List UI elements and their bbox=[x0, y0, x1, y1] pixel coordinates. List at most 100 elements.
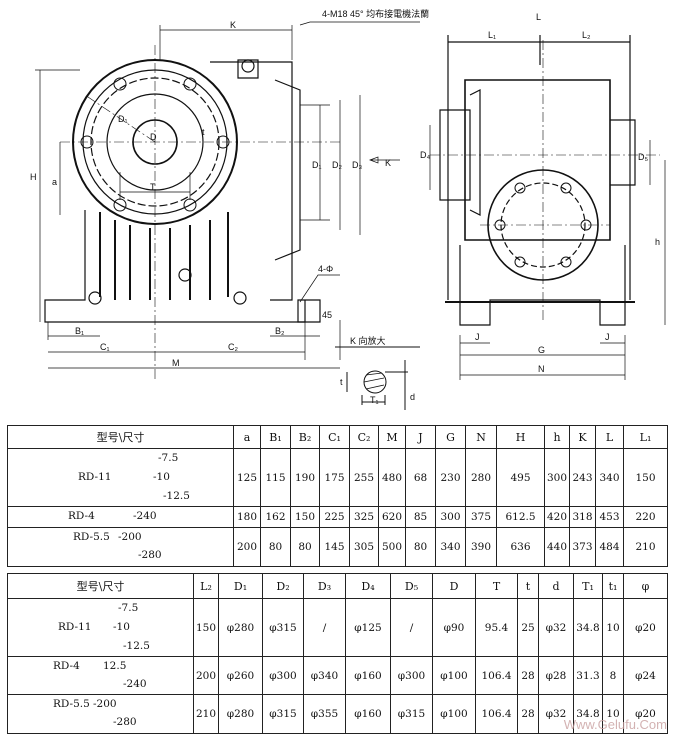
value-cell: 106.4 bbox=[475, 694, 518, 734]
model-name: RD-4 bbox=[53, 660, 80, 672]
gearbox-drawing: 4-M18 45° 均布接電機法蘭 K 向放大 4-Φ K L L₁ L₂ H … bbox=[30, 8, 666, 410]
col-header: C₂ bbox=[349, 425, 379, 449]
value-cell: / bbox=[303, 598, 346, 657]
model-name: RD-11 bbox=[58, 620, 92, 633]
value-cell: 68 bbox=[405, 448, 436, 507]
value-cell: 150 bbox=[290, 506, 320, 528]
model-variant: -7.5 bbox=[118, 602, 139, 614]
value-cell: 200 bbox=[193, 656, 219, 695]
label-c2: C₂ bbox=[228, 342, 238, 352]
value-cell: 243 bbox=[569, 448, 596, 507]
side-view bbox=[429, 35, 666, 380]
value-cell: 620 bbox=[378, 506, 406, 528]
col-header: t₁ bbox=[602, 573, 624, 599]
label-45: 45 bbox=[322, 310, 332, 320]
corner-header: 型号\尺寸 bbox=[7, 425, 234, 449]
value-cell: 225 bbox=[319, 506, 350, 528]
label-d1: D₁ bbox=[118, 114, 128, 124]
value-cell: 440 bbox=[544, 527, 570, 567]
label-d4: D₄ bbox=[420, 150, 430, 160]
label-t-detail: t bbox=[340, 377, 343, 387]
model-variant: -10 bbox=[113, 621, 130, 633]
value-cell: 210 bbox=[193, 694, 219, 734]
col-header: φ bbox=[623, 573, 668, 599]
k-view-note: K 向放大 bbox=[350, 335, 386, 346]
value-cell: 280 bbox=[465, 448, 497, 507]
value-cell: φ160 bbox=[345, 656, 391, 695]
model-variant: -12.5 bbox=[163, 490, 190, 502]
label-d1-side: D₁ bbox=[312, 160, 322, 170]
value-cell: 28 bbox=[517, 656, 539, 695]
label-t1: T₁ bbox=[370, 395, 379, 405]
value-cell: 325 bbox=[349, 506, 379, 528]
value-cell: 375 bbox=[465, 506, 497, 528]
label-d5: D₅ bbox=[638, 152, 648, 162]
label-h: h bbox=[655, 237, 660, 247]
value-cell: 145 bbox=[319, 527, 350, 567]
col-header: B₁ bbox=[260, 425, 291, 449]
col-header: L₁ bbox=[623, 425, 668, 449]
col-header: t bbox=[517, 573, 539, 599]
value-cell: 34.8 bbox=[573, 598, 603, 657]
model-name: RD-11 bbox=[78, 470, 112, 483]
value-cell: 95.4 bbox=[475, 598, 518, 657]
watermark: Www.Gelufu.Com bbox=[563, 717, 667, 732]
value-cell: φ315 bbox=[262, 598, 304, 657]
label-d3: D₃ bbox=[352, 160, 362, 170]
label-a: a bbox=[52, 177, 57, 187]
value-cell: 80 bbox=[260, 527, 291, 567]
value-cell: 10 bbox=[602, 598, 624, 657]
model-variant: 12.5 bbox=[103, 660, 127, 672]
col-header: D₁ bbox=[218, 573, 263, 599]
value-cell: 300 bbox=[435, 506, 466, 528]
value-cell: 500 bbox=[378, 527, 406, 567]
label-b2: B₂ bbox=[275, 326, 285, 336]
front-view bbox=[35, 21, 420, 380]
value-cell: 175 bbox=[319, 448, 350, 507]
value-cell: 150 bbox=[193, 598, 219, 657]
model-cell: RD-11-7.5-10-12.5 bbox=[7, 448, 234, 507]
value-cell: 28 bbox=[517, 694, 539, 734]
model-name: RD-4 bbox=[68, 510, 95, 522]
value-cell: 80 bbox=[405, 527, 436, 567]
col-header: L bbox=[595, 425, 624, 449]
label-d: d bbox=[410, 392, 415, 402]
model-cell: RD-11-7.5-10-12.5 bbox=[7, 598, 194, 657]
label-t-key: T bbox=[150, 182, 156, 192]
value-cell: φ90 bbox=[432, 598, 476, 657]
value-cell: φ160 bbox=[345, 694, 391, 734]
value-cell: φ280 bbox=[218, 598, 263, 657]
value-cell: φ280 bbox=[218, 694, 263, 734]
dimension-labels: K L L₁ L₂ H a D₁ D t T D₁ D₂ D₃ K 45 B₁ … bbox=[30, 12, 660, 405]
value-cell: φ315 bbox=[390, 694, 433, 734]
col-header: J bbox=[405, 425, 436, 449]
value-cell: φ340 bbox=[303, 656, 346, 695]
label-k-arrow: K bbox=[385, 158, 391, 168]
label-c1: C₁ bbox=[100, 342, 110, 352]
value-cell: 150 bbox=[623, 448, 668, 507]
value-cell: 106.4 bbox=[475, 656, 518, 695]
model-variant: -240 bbox=[123, 678, 147, 690]
col-header: L₂ bbox=[193, 573, 219, 599]
col-header: d bbox=[538, 573, 574, 599]
label-d-bore: D bbox=[150, 132, 157, 142]
model-variant: -280 bbox=[138, 549, 162, 561]
label-d2: D₂ bbox=[332, 160, 342, 170]
label-j-right: J bbox=[605, 332, 610, 342]
label-t: t bbox=[202, 127, 205, 137]
label-l: L bbox=[536, 12, 541, 22]
value-cell: 25 bbox=[517, 598, 539, 657]
value-cell: 220 bbox=[623, 506, 668, 528]
flange-note: 4-M18 45° 均布接電機法蘭 bbox=[322, 8, 429, 19]
value-cell: 484 bbox=[595, 527, 624, 567]
value-cell: φ315 bbox=[262, 694, 304, 734]
value-cell: 8 bbox=[602, 656, 624, 695]
col-header: B₂ bbox=[290, 425, 320, 449]
value-cell: 255 bbox=[349, 448, 379, 507]
model-variant: -240 bbox=[133, 510, 157, 522]
